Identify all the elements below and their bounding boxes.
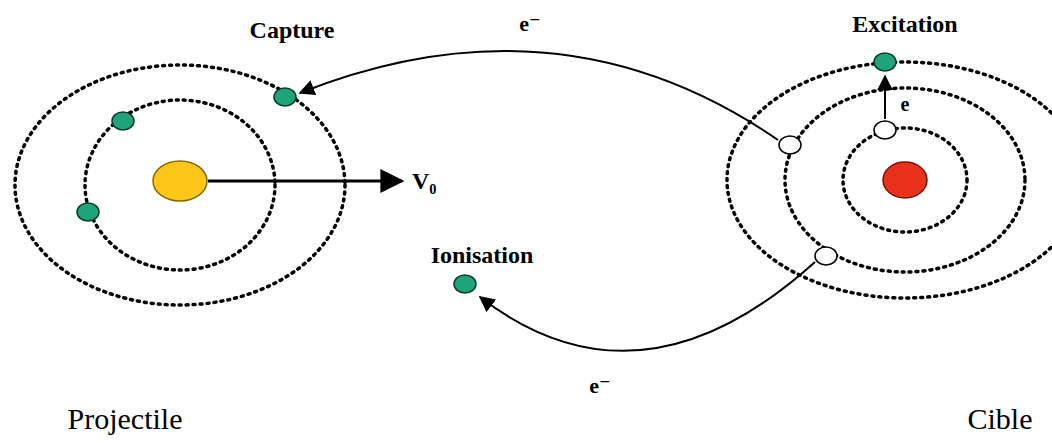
- electron: [274, 88, 296, 106]
- capture-arrow: [300, 51, 778, 140]
- electron-symbol: e⁻: [519, 12, 540, 36]
- excitation-arrow: [884, 76, 886, 119]
- velocity-label: V₀: [412, 168, 437, 194]
- process-label: Ionisation: [431, 242, 534, 268]
- projectile-atom: [15, 65, 402, 305]
- atom-name: Cible: [968, 402, 1033, 435]
- electron: [77, 203, 99, 221]
- velocity-arrow: [208, 180, 402, 183]
- outer-orbit: [727, 62, 1052, 298]
- vacancy: [779, 136, 801, 154]
- ionised-electron: [454, 275, 476, 293]
- electron: [112, 112, 134, 130]
- atom-name: Projectile: [68, 402, 183, 435]
- projectile-nucleus: [153, 161, 207, 201]
- process-label: Capture: [250, 17, 335, 43]
- outer-orbit: [15, 65, 345, 305]
- electron-symbol: e⁻: [589, 374, 610, 398]
- target-atom: [727, 53, 1052, 298]
- inner-orbit: [85, 100, 275, 270]
- vacancy: [815, 247, 837, 265]
- vacancy: [874, 121, 896, 139]
- electron-symbol: e: [901, 93, 910, 115]
- process-label: Excitation: [852, 11, 957, 37]
- middle-orbit: [785, 88, 1025, 272]
- electron: [874, 53, 896, 71]
- target-nucleus: [883, 162, 927, 198]
- ionisation-arrow: [480, 262, 815, 351]
- inner-orbit: [843, 128, 967, 232]
